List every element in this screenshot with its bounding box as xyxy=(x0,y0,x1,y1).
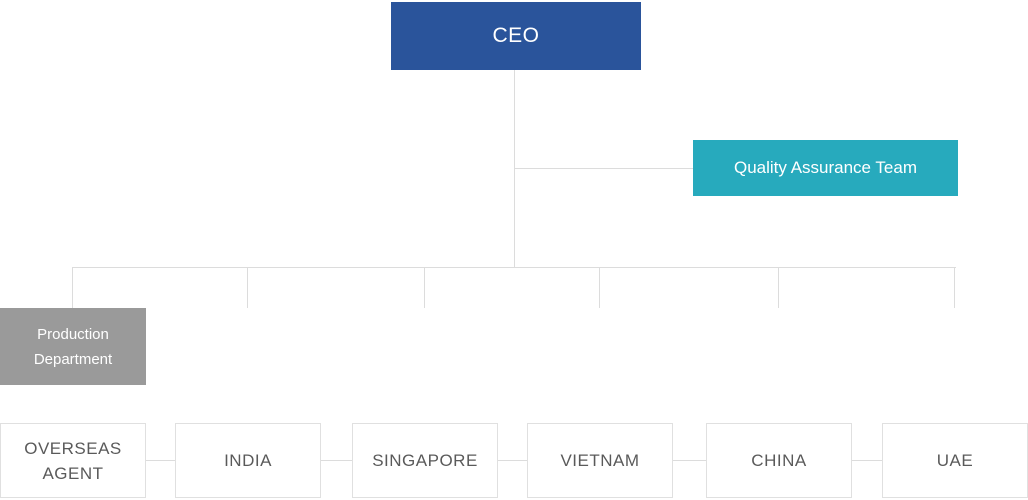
connector-drop-executive xyxy=(72,268,73,308)
connector-drop-trade xyxy=(424,268,425,308)
connector-drop-sales xyxy=(599,268,600,308)
connector-locations-5 xyxy=(852,460,882,461)
dept-label-line2: Department xyxy=(33,350,113,368)
connector-locations-3 xyxy=(498,460,527,461)
location-label: VIETNAM xyxy=(560,451,640,470)
location-singapore: SINGAPORE xyxy=(352,423,498,498)
location-china: CHINA xyxy=(706,423,852,498)
location-label: OVERSEAS AGENT xyxy=(24,438,122,483)
location-label: INDIA xyxy=(224,451,272,470)
location-label: UAE xyxy=(936,451,974,470)
quality-assurance-team-box: Quality Assurance Team xyxy=(693,140,958,196)
location-label: SINGAPORE xyxy=(372,451,478,470)
connector-drop-engineering xyxy=(778,268,779,308)
quality-assurance-team-label: Quality Assurance Team xyxy=(734,158,917,177)
ceo-box: CEO xyxy=(391,2,641,70)
connector-locations-4 xyxy=(673,460,706,461)
connector-locations-1 xyxy=(146,460,175,461)
connector-drop-purchasing xyxy=(247,268,248,308)
location-overseas-agent: OVERSEAS AGENT xyxy=(0,423,146,498)
connector-locations-2 xyxy=(321,460,352,461)
connector-drop-production xyxy=(954,268,955,308)
connector-departments-horizontal xyxy=(72,267,956,268)
ceo-label: CEO xyxy=(492,24,540,47)
location-uae: UAE xyxy=(882,423,1028,498)
location-vietnam: VIETNAM xyxy=(527,423,673,498)
location-label: CHINA xyxy=(751,451,807,470)
dept-label-line1: Production xyxy=(37,325,109,343)
location-india: INDIA xyxy=(175,423,321,498)
connector-qa-branch xyxy=(514,168,693,169)
dept-production: Production Department xyxy=(0,308,146,385)
connector-ceo-vertical xyxy=(514,70,515,268)
